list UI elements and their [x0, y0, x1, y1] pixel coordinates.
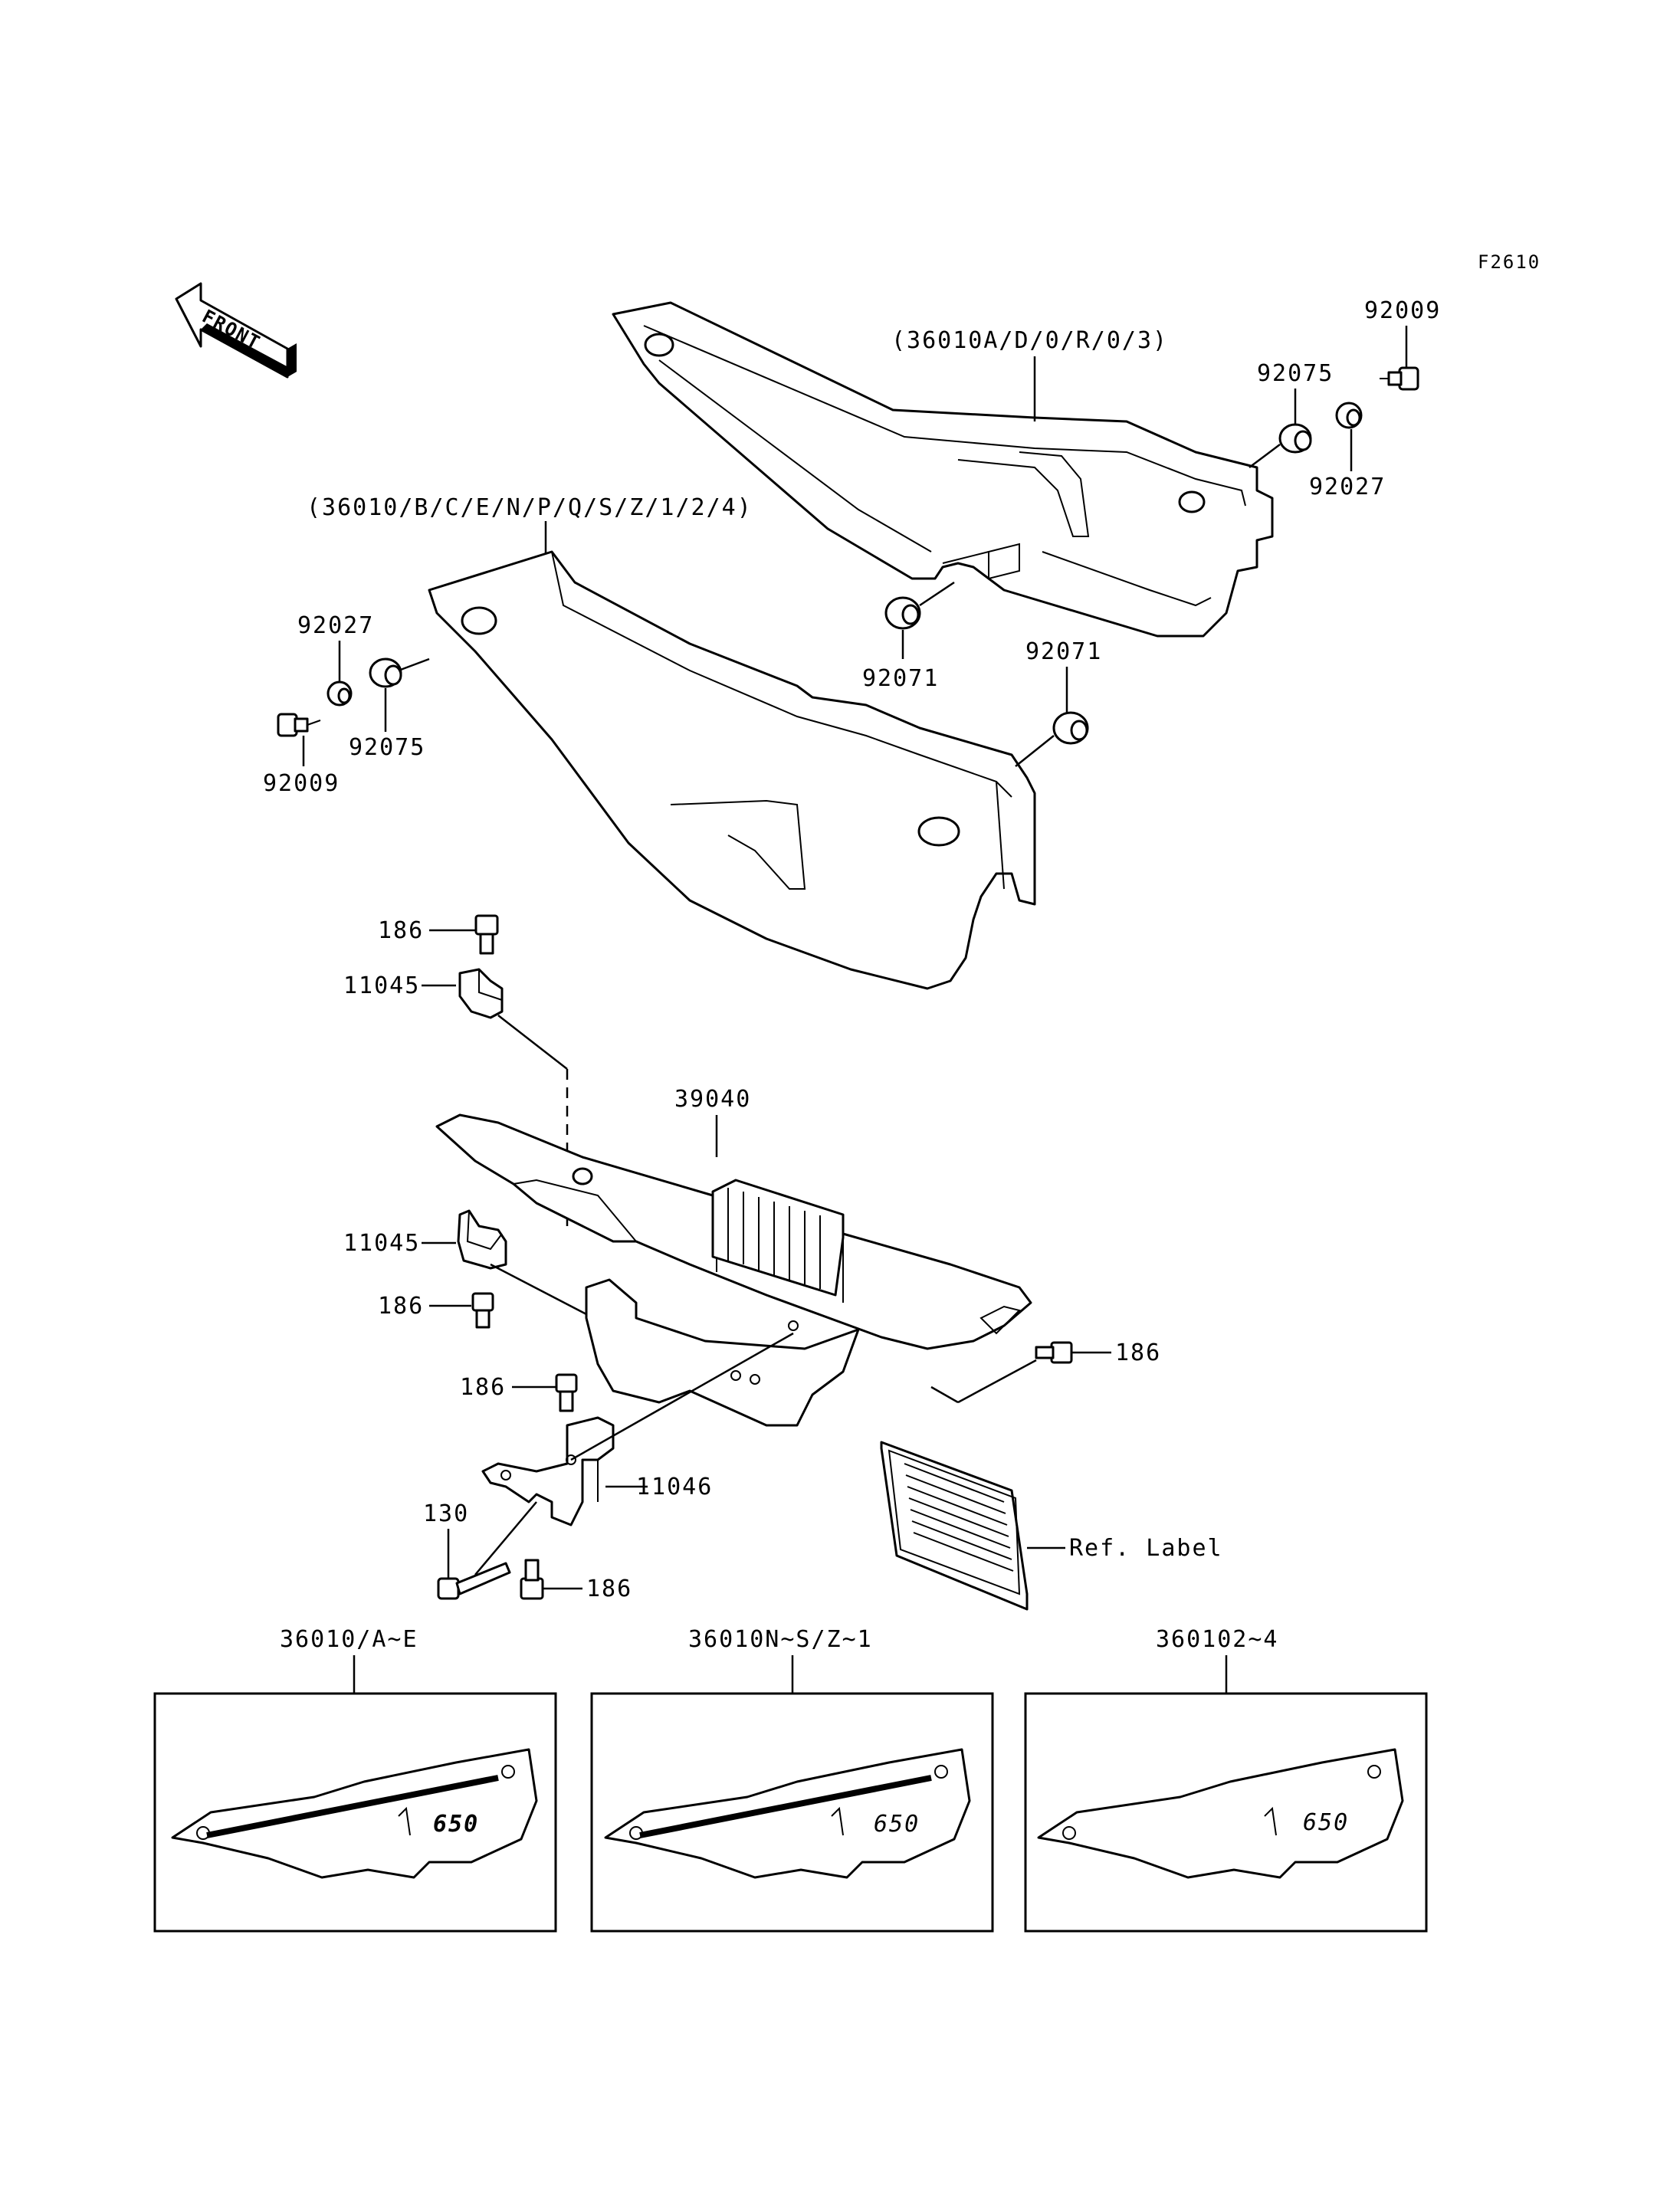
bracket-11045-a: [458, 968, 504, 1019]
bolt-186-b: [471, 1292, 494, 1329]
variant-box-2: [590, 1692, 994, 1933]
side-cover-left: [612, 301, 1274, 638]
bolt-92009-left: [277, 713, 321, 737]
bolt-186-c: [1035, 1341, 1073, 1364]
chain-guard-plate: [585, 1278, 860, 1427]
callout-bracket-11045-b: 11045: [343, 1230, 420, 1257]
reference-label: [880, 1441, 1029, 1611]
front-arrow: FRONT: [175, 282, 297, 379]
callout-bolt-186-e: 186: [586, 1576, 632, 1602]
bolt-92009-top-right: [1380, 366, 1419, 391]
callout-chain-cover: 39040: [674, 1086, 751, 1113]
chain-cover-ribs: [711, 1179, 845, 1297]
grommet-92071-upper: [884, 596, 921, 630]
callout-bolt-186-d: 186: [460, 1374, 506, 1401]
callout-cover-left: (36010A/D/0/R/0/3): [891, 327, 1168, 354]
variant-box-3: [1024, 1692, 1428, 1933]
callout-grommet-top-right: 92075: [1257, 360, 1334, 387]
callout-grommet-upper-mid: 92071: [862, 665, 939, 692]
variant-cover-3: 650: [1037, 1748, 1404, 1879]
variant-label-2: 36010N~S/Z~1: [688, 1626, 873, 1653]
bolt-186-a: [474, 914, 499, 955]
figure-code: F2610: [1478, 251, 1541, 273]
callout-bolt-186-a: 186: [378, 917, 424, 944]
callout-bolt-left: 92009: [263, 770, 340, 797]
side-cover-right: [428, 550, 1036, 990]
bracket-11045-b: [457, 1209, 507, 1270]
callout-collar-left: 92027: [297, 612, 374, 639]
callout-cover-right: (36010/B/C/E/N/P/Q/S/Z/1/2/4): [307, 494, 753, 521]
collar-92027-left: [326, 680, 353, 707]
variant-label-3: 360102~4: [1156, 1626, 1279, 1653]
ref-label-callout: Ref. Label: [1069, 1535, 1223, 1562]
callout-bolt-186-c: 186: [1115, 1340, 1161, 1366]
bolt-186-e: [520, 1559, 544, 1600]
callout-bracket-11046: 11046: [636, 1474, 713, 1500]
callout-bolt-186-b: 186: [378, 1293, 424, 1320]
variant-emblem-3: 650: [1303, 1809, 1349, 1836]
variant-box-1: [153, 1692, 557, 1933]
callout-collar-top-right: 92027: [1309, 474, 1386, 500]
bracket-11046: [481, 1416, 615, 1526]
callout-bolt-130: 130: [423, 1500, 469, 1527]
variant-cover-2: 650: [604, 1748, 971, 1879]
bolt-130: [437, 1562, 511, 1600]
collar-92027-top-right: [1335, 402, 1363, 429]
callout-grommet-left: 92075: [349, 734, 425, 761]
callout-bracket-11045-a: 11045: [343, 972, 420, 999]
grommet-92075-left: [369, 657, 402, 688]
grommet-92075-top-right: [1278, 423, 1312, 454]
grommet-92071-lower: [1052, 711, 1089, 745]
variant-emblem-2: 650: [874, 1811, 920, 1838]
variant-label-1: 36010/A~E: [280, 1626, 418, 1653]
bolt-186-d: [555, 1373, 578, 1412]
variant-emblem-1: 650: [433, 1811, 479, 1838]
callout-bolt-top-right: 92009: [1364, 297, 1441, 324]
variant-cover-1: 650: [171, 1748, 538, 1879]
callout-grommet-lower-mid: 92071: [1025, 638, 1102, 665]
